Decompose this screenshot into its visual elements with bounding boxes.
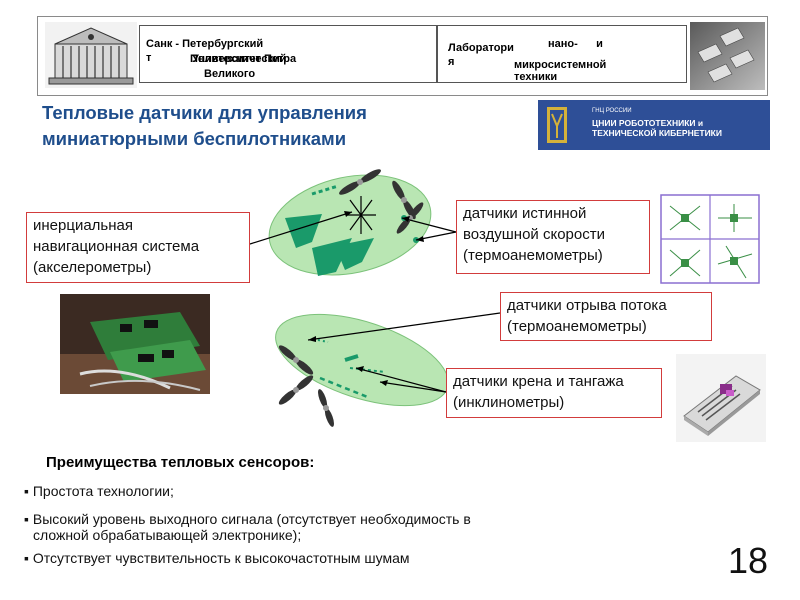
separation-label-line: (термоанемометры) <box>507 316 705 337</box>
page-number: 18 <box>728 540 768 582</box>
airspeed-sensor-label: датчики истинной воздушной скорости (тер… <box>456 200 650 274</box>
propeller-icon <box>316 388 336 428</box>
advantage-text: Простота технологии; <box>33 483 174 499</box>
advantage-item: ▪ Высокий уровень выходного сигнала (отс… <box>24 511 471 528</box>
roll-label-line: датчики крена и тангажа <box>453 371 655 392</box>
circuit-board-photo <box>60 294 210 394</box>
roll-label-line: (инклинометры) <box>453 392 655 413</box>
airspeed-label-line: воздушной скорости <box>463 224 643 245</box>
flow-separation-sensor-label: датчики отрыва потока (термоанемометры) <box>500 292 712 341</box>
ins-label: инерциальная навигационная система (аксе… <box>26 212 250 283</box>
ins-label-line: навигационная система <box>33 236 243 257</box>
advantage-text: Отсутствует чувствительность к высокочас… <box>33 550 410 566</box>
roll-pitch-sensor-label: датчики крена и тангажа (инклинометры) <box>446 368 662 418</box>
advantage-item: ▪ Простота технологии; <box>24 483 174 500</box>
ins-label-line: (акселерометры) <box>33 257 243 278</box>
propeller-icon <box>277 373 315 407</box>
advantage-item: ▪ Отсутствует чувствительность к высокоч… <box>24 550 410 567</box>
sensor-array-icon <box>660 194 760 284</box>
airspeed-label-line: датчики истинной <box>463 203 643 224</box>
microchip-icon <box>676 354 766 442</box>
separation-label-line: датчики отрыва потока <box>507 295 705 316</box>
ins-label-line: инерциальная <box>33 215 243 236</box>
airspeed-label-line: (термоанемометры) <box>463 245 643 266</box>
upper-uav-wing <box>260 161 440 289</box>
advantage-item-continued: сложной обрабатывающей электронике); <box>33 527 301 544</box>
advantages-heading: Преимущества тепловых сенсоров: <box>46 454 314 471</box>
advantage-text: Высокий уровень выходного сигнала (отсут… <box>33 511 471 527</box>
